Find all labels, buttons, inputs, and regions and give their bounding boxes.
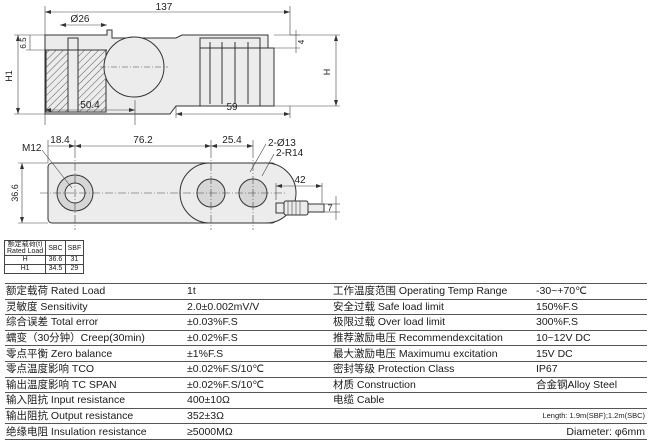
spec-row: 额定载荷 Rated Load 1t 工作温度范围 Operating Temp… (5, 283, 647, 300)
thread-label: M12 (22, 143, 42, 154)
spec-row: 零点温度影响 TCO ±0.02%F.S/10℃ 密封等级 Protection… (5, 361, 647, 378)
spec-row: 输出阻抗 Output resistance 352±3Ω Length: 1.… (5, 408, 647, 425)
spec-row: 蠕变（30分钟）Creep(30min) ±0.02%F.S 推荐激励电压 Re… (5, 330, 647, 347)
dim-b: 76.2 (133, 135, 153, 146)
spec-row: 综合误差 Total error ±0.03%F.S 极限过载 Over loa… (5, 314, 647, 331)
dim-step: 6.5 (19, 37, 28, 49)
dim-right-width: 59 (226, 102, 238, 113)
h-table-row: H1 34.5 29 (3, 264, 85, 274)
dim-height: 36.6 (10, 184, 20, 202)
spec-row: 绝缘电阻 Insulation resistance ≥5000MΩ Diame… (5, 423, 647, 440)
radius-label: 2-R14 (276, 148, 304, 159)
h-table-col-sbc: SBC (45, 240, 66, 256)
dim-right-step: 4 (297, 39, 306, 44)
h-dimension-table: 额定载荷(t) Rated Load SBC SBF H 36.6 31 H1 … (3, 240, 85, 274)
technical-drawing: 137 Ø26 H1 6.5 (4, 2, 340, 230)
dim-bore: Ø26 (71, 14, 90, 25)
dim-cable-len: 42 (294, 175, 306, 186)
dim-cable-dia: 7 (327, 203, 332, 213)
spec-row: 零点平衡 Zero balance ±1%F.S 最大激励电压 Maximumu… (5, 345, 647, 362)
spec-row: 输入阻抗 Input resistance 400±10Ω 电缆 Cable (5, 392, 647, 409)
dim-a: 18.4 (50, 135, 70, 146)
spec-row: 灵敏度 Sensitivity 2.0±0.002mV/V 安全过载 Safe … (5, 299, 647, 316)
dim-total-length: 137 (156, 2, 173, 13)
bottom-view: 18.4 76.2 25.4 M12 2-Ø13 2-R14 36.6 42 (10, 135, 340, 230)
dim-c: 25.4 (222, 135, 242, 146)
label-h1: H1 (4, 70, 14, 82)
dim-left-width: 50.4 (80, 100, 100, 111)
holes-label: 2-Ø13 (268, 138, 296, 149)
h-table-col-sbf: SBF (64, 240, 85, 256)
h-table-row: H 36.6 31 (3, 255, 85, 265)
h-table-header-label: 额定载荷(t) Rated Load (3, 240, 47, 256)
spec-table: 额定载荷 Rated Load 1t 工作温度范围 Operating Temp… (5, 283, 647, 440)
spec-row: 输出温度影响 TC SPAN ±0.02%F.S/10℃ 材质 Construc… (5, 377, 647, 394)
label-h: H (322, 69, 332, 76)
top-view: 137 Ø26 H1 6.5 (4, 2, 340, 125)
